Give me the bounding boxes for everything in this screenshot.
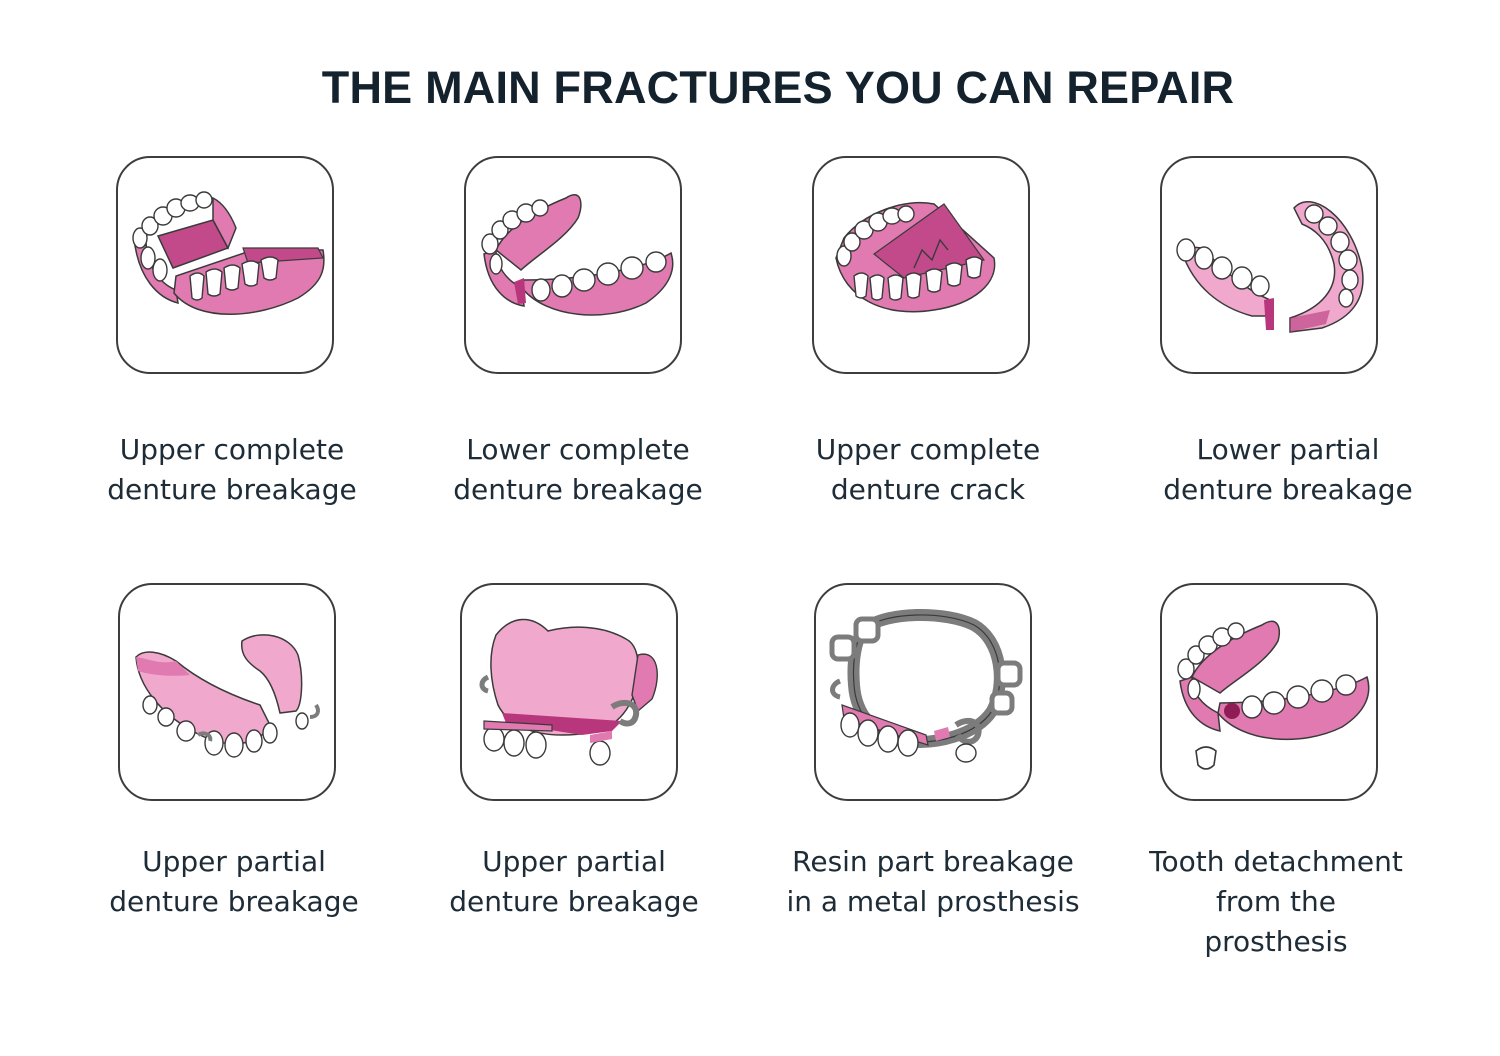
tile-7 — [814, 583, 1032, 801]
upper-partial-denture-breakage-icon — [135, 634, 320, 758]
upper-complete-denture-breakage-icon — [132, 191, 325, 315]
label-upper-partial-palate-breakage: Upper partial denture breakage — [449, 845, 699, 918]
metal-prosthesis-resin-breakage-icon — [829, 608, 1023, 763]
page-title: THE MAIN FRACTURES YOU CAN REPAIR — [321, 62, 1235, 113]
upper-partial-palate-breakage-icon — [479, 618, 658, 766]
upper-complete-denture-crack-icon — [835, 201, 996, 313]
tile-2 — [464, 156, 682, 374]
tile-6 — [460, 583, 678, 801]
label-lower-partial-denture-breakage: Lower partial denture breakage — [1163, 433, 1413, 506]
tile-4 — [1160, 156, 1378, 374]
label-upper-complete-denture-breakage: Upper complete denture breakage — [107, 433, 357, 506]
tile-8 — [1160, 583, 1378, 801]
label-upper-partial-denture-breakage: Upper partial denture breakage — [109, 845, 359, 918]
label-resin-part-breakage: Resin part breakage in a metal prosthesi… — [786, 845, 1080, 918]
tile-3 — [812, 156, 1030, 374]
label-upper-complete-denture-crack: Upper complete denture crack — [815, 433, 1041, 506]
tile-1 — [116, 156, 334, 374]
tile-5 — [118, 583, 336, 801]
label-lower-complete-denture-breakage: Lower complete denture breakage — [453, 433, 703, 506]
lower-complete-denture-breakage-icon — [481, 194, 674, 316]
lower-partial-denture-breakage-icon — [1176, 201, 1364, 333]
tooth-detachment-icon — [1177, 620, 1370, 770]
label-tooth-detachment: Tooth detachment from the prosthesis — [1149, 845, 1403, 958]
